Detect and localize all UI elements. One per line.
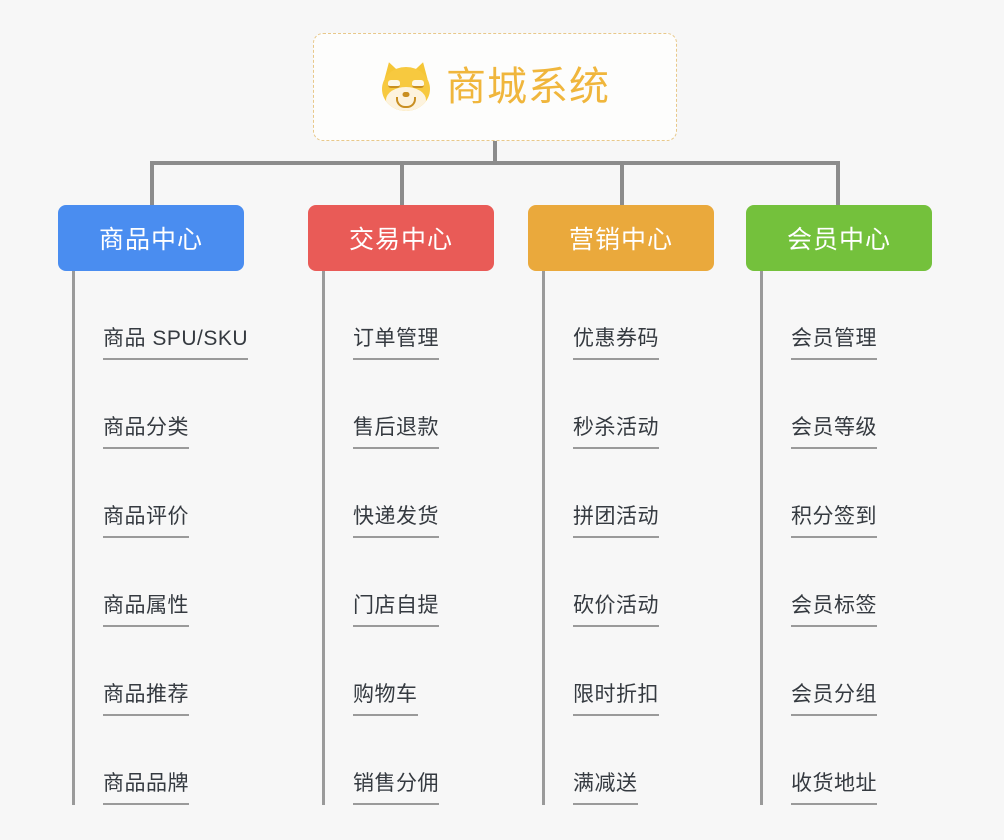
list-item[interactable]: 商品推荐 xyxy=(72,627,302,716)
list-item[interactable]: 限时折扣 xyxy=(542,627,748,716)
category-header-label: 营销中心 xyxy=(568,226,673,254)
leaf-label: 满减送 xyxy=(573,773,638,805)
list-item[interactable]: 商品评价 xyxy=(72,449,302,538)
category-header-label: 交易中心 xyxy=(348,226,453,254)
leaf-list-product-center: 商品 SPU/SKU 商品分类 商品评价 商品属性 商品推荐 商品品牌 xyxy=(58,271,302,805)
connector-drop-2 xyxy=(400,161,404,207)
category-header-product-center[interactable]: 商品中心 xyxy=(58,205,244,271)
category-header-label: 会员中心 xyxy=(786,226,891,254)
leaf-label: 售后退款 xyxy=(353,417,439,449)
connector-drop-3 xyxy=(620,161,624,207)
leaf-label: 拼团活动 xyxy=(573,506,659,538)
leaf-label: 门店自提 xyxy=(353,595,439,627)
connector-root-stem xyxy=(493,141,497,164)
category-header-label: 商品中心 xyxy=(98,226,203,254)
leaf-label: 购物车 xyxy=(353,684,418,716)
leaf-label: 砍价活动 xyxy=(573,595,659,627)
leaf-label: 优惠券码 xyxy=(573,328,659,360)
list-item[interactable]: 购物车 xyxy=(322,627,528,716)
root-node[interactable]: 商城系统 xyxy=(313,33,677,141)
column-spine xyxy=(760,271,763,805)
leaf-list-marketing-center: 优惠券码 秒杀活动 拼团活动 砍价活动 限时折扣 满减送 xyxy=(528,271,748,805)
list-item[interactable]: 快递发货 xyxy=(322,449,528,538)
connector-drop-4 xyxy=(836,161,840,207)
leaf-label: 商品评价 xyxy=(103,506,189,538)
category-column-member-center: 会员中心 会员管理 会员等级 积分签到 会员标签 会员分组 收货地址 xyxy=(746,205,966,805)
category-header-marketing-center[interactable]: 营销中心 xyxy=(528,205,714,271)
category-header-member-center[interactable]: 会员中心 xyxy=(746,205,932,271)
category-header-trade-center[interactable]: 交易中心 xyxy=(308,205,494,271)
list-item[interactable]: 拼团活动 xyxy=(542,449,748,538)
list-item[interactable]: 会员标签 xyxy=(760,538,966,627)
leaf-label: 商品 SPU/SKU xyxy=(103,328,249,360)
list-item[interactable]: 商品属性 xyxy=(72,538,302,627)
leaf-list-member-center: 会员管理 会员等级 积分签到 会员标签 会员分组 收货地址 xyxy=(746,271,966,805)
column-spine xyxy=(72,271,75,805)
leaf-label: 限时折扣 xyxy=(573,684,659,716)
list-item[interactable]: 商品品牌 xyxy=(72,716,302,805)
leaf-label: 商品推荐 xyxy=(103,684,189,716)
leaf-label: 积分签到 xyxy=(791,506,877,538)
list-item[interactable]: 订单管理 xyxy=(322,271,528,360)
column-spine xyxy=(322,271,325,805)
leaf-label: 会员等级 xyxy=(791,417,877,449)
leaf-label: 会员分组 xyxy=(791,684,877,716)
list-item[interactable]: 商品分类 xyxy=(72,360,302,449)
connector-bus xyxy=(150,161,840,165)
list-item[interactable]: 满减送 xyxy=(542,716,748,805)
root-title: 商城系统 xyxy=(446,65,610,109)
list-item[interactable]: 会员等级 xyxy=(760,360,966,449)
leaf-label: 商品分类 xyxy=(103,417,189,449)
category-column-marketing-center: 营销中心 优惠券码 秒杀活动 拼团活动 砍价活动 限时折扣 满减送 xyxy=(528,205,748,805)
connector-drop-1 xyxy=(150,161,154,207)
list-item[interactable]: 优惠券码 xyxy=(542,271,748,360)
leaf-label: 收货地址 xyxy=(791,773,877,805)
shiba-dog-face-icon xyxy=(380,59,432,113)
list-item[interactable]: 收货地址 xyxy=(760,716,966,805)
leaf-label: 订单管理 xyxy=(353,328,439,360)
list-item[interactable]: 秒杀活动 xyxy=(542,360,748,449)
leaf-label: 会员管理 xyxy=(791,328,877,360)
leaf-label: 商品属性 xyxy=(103,595,189,627)
list-item[interactable]: 销售分佣 xyxy=(322,716,528,805)
leaf-label: 秒杀活动 xyxy=(573,417,659,449)
list-item[interactable]: 会员管理 xyxy=(760,271,966,360)
list-item[interactable]: 积分签到 xyxy=(760,449,966,538)
leaf-list-trade-center: 订单管理 售后退款 快递发货 门店自提 购物车 销售分佣 xyxy=(308,271,528,805)
list-item[interactable]: 商品 SPU/SKU xyxy=(72,271,302,360)
leaf-label: 销售分佣 xyxy=(353,773,439,805)
column-spine xyxy=(542,271,545,805)
category-column-product-center: 商品中心 商品 SPU/SKU 商品分类 商品评价 商品属性 商品推荐 商品品牌 xyxy=(58,205,302,805)
category-column-trade-center: 交易中心 订单管理 售后退款 快递发货 门店自提 购物车 销售分佣 xyxy=(308,205,528,805)
list-item[interactable]: 售后退款 xyxy=(322,360,528,449)
leaf-label: 会员标签 xyxy=(791,595,877,627)
leaf-label: 商品品牌 xyxy=(103,773,189,805)
leaf-label: 快递发货 xyxy=(353,506,439,538)
list-item[interactable]: 会员分组 xyxy=(760,627,966,716)
list-item[interactable]: 砍价活动 xyxy=(542,538,748,627)
list-item[interactable]: 门店自提 xyxy=(322,538,528,627)
